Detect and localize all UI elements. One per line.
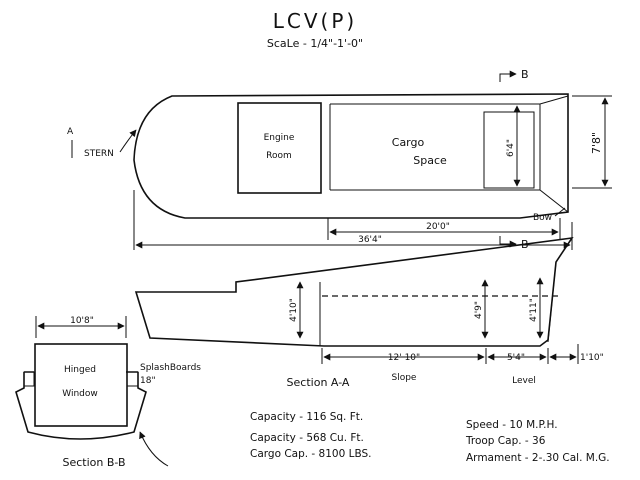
spec-capacity-area: Capacity - 116 Sq. Ft. [250,411,363,423]
dim-bow: 1'10" [580,353,604,363]
plan-hull-outline [133,93,569,219]
dim-level: 5'4" [507,353,525,363]
profile-bow-ramp-line [547,261,557,343]
cargo-space-label-line2: Space [413,154,447,167]
plan-view: Engine Room Cargo Space A STERN B B Bow … [67,68,612,251]
stern-leader [119,129,137,153]
dim-cargo-length: 20'0" [426,222,450,232]
splashboards-label: SplashBoards [140,363,201,373]
slope-label: Slope [392,373,417,383]
dim-cargo-width: 6'4" [506,139,516,157]
dim-width-ext [35,316,127,338]
spec-capacity-volume: Capacity - 568 Cu. Ft. [250,432,364,444]
dim-overall-length-ext [133,190,573,250]
dim-depth-fwd: 4'11" [529,298,539,322]
scale-label: ScaLe - 1/4"-1'-0" [267,37,363,50]
dim-slope: 12' 10" [388,353,420,363]
spec-cargo-capacity: Cargo Cap. - 8100 LBS. [250,448,372,460]
plan-bow-ramp [483,111,535,189]
section-aa: 4'10" 4'9" 4'11" 12' 10" 5'4" 1'10" Slop… [134,236,604,389]
dim-splashboard: 18" [140,376,156,386]
bow-leader [554,207,566,217]
section-mark-a: A [67,127,74,137]
section-b-cut-bottom [499,236,517,248]
section-mark-b-top: B [521,68,529,81]
dim-width-label: 10'8" [70,316,94,326]
dim-section-ext [321,344,579,364]
plan-inner-well [329,95,569,213]
dim-depth-stern: 4'10" [289,298,299,322]
bb-leader [139,431,169,467]
spec-speed: Speed - 10 M.P.H. [466,419,558,431]
engine-room-label-line1: Engine [264,133,295,143]
bb-window-frame [34,343,128,427]
plan-engine-room [237,102,322,194]
dim-overall-length: 36'4" [358,235,382,245]
dim-depth-mid: 4'9" [474,301,484,319]
drawing-title: LCV(P) [273,9,357,33]
section-bb: 10'8" Hinged Window SplashBoards 18" Sec… [15,316,201,469]
level-label: Level [512,376,536,386]
section-b-cut-top [499,70,517,82]
section-bb-label: Section B-B [62,456,125,469]
hinged-window-label-line1: Hinged [64,365,96,375]
spec-armament: Armament - 2-.30 Cal. M.G. [466,452,610,464]
section-aa-label: Section A-A [287,376,350,389]
bow-label: Bow [533,213,552,223]
profile-hull-outline [134,236,574,347]
engine-room-label-line2: Room [266,151,292,161]
cargo-space-label-line1: Cargo [392,136,425,149]
bb-splashboard-left [23,371,35,387]
stern-label: STERN [84,149,114,159]
dim-cargo-length-ext [327,218,561,240]
bb-splashboard-right [126,371,139,387]
spec-list: Capacity - 116 Sq. Ft. Capacity - 568 Cu… [250,411,610,464]
dim-beam: 7'8" [590,132,603,154]
hinged-window-label-line2: Window [62,389,98,399]
spec-troop-capacity: Troop Cap. - 36 [465,435,546,447]
dim-beam-ext [572,95,612,189]
